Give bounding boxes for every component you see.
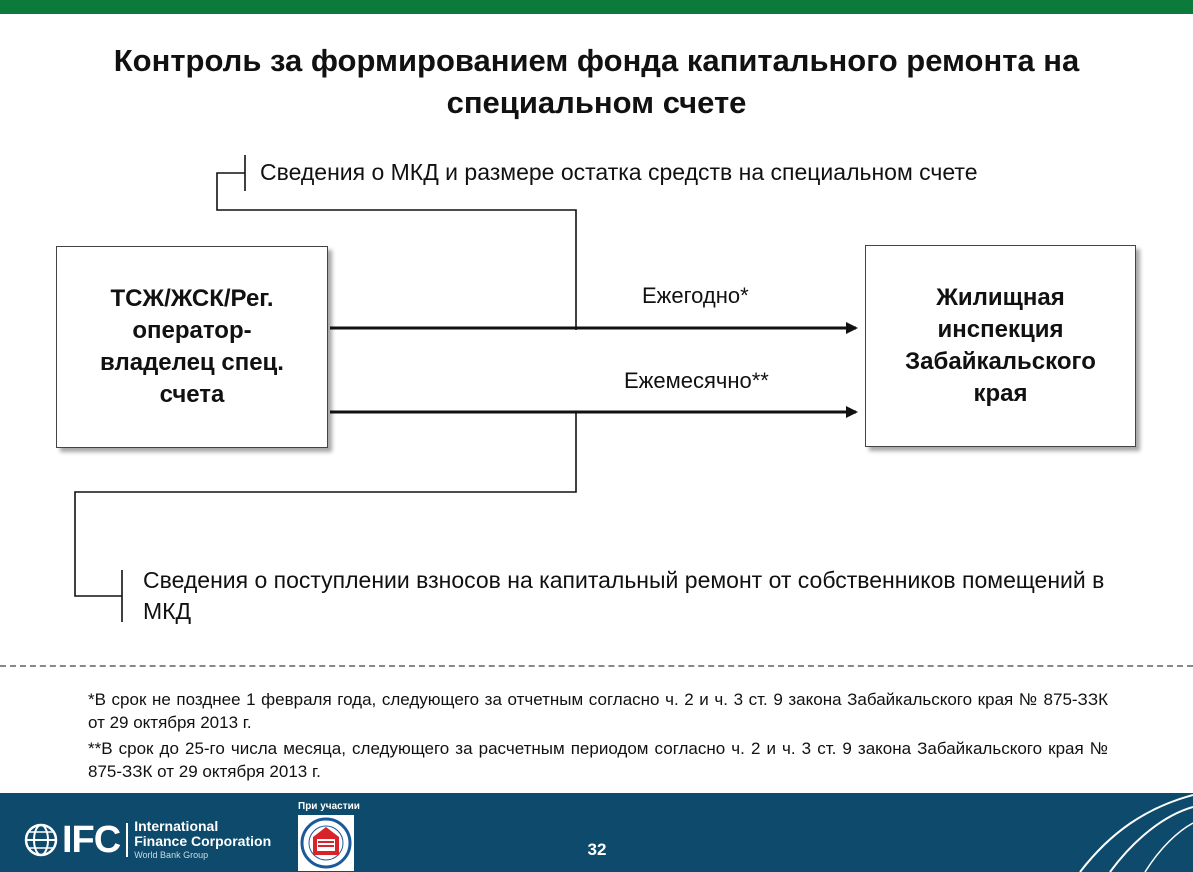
top-accent-bar bbox=[0, 0, 1193, 14]
ifc-separator bbox=[126, 823, 129, 857]
ifc-name-line1: International bbox=[134, 818, 219, 834]
decorative-swoosh bbox=[1079, 794, 1193, 872]
label-monthly: Ежемесячно** bbox=[624, 368, 769, 393]
connector-bottom bbox=[74, 412, 577, 622]
inspection-box-label: Жилищная инспекция Забайкальского края bbox=[905, 284, 1096, 407]
label-annual: Ежегодно* bbox=[642, 283, 749, 308]
footnotes: *В срок не позднее 1 февраля года, следу… bbox=[88, 688, 1108, 786]
participation-label: При участии bbox=[298, 801, 360, 812]
ifc-logo: IFC International Finance Corporation Wo… bbox=[24, 818, 271, 861]
page-number: 32 bbox=[587, 840, 607, 859]
ifc-abbreviation: IFC bbox=[62, 818, 121, 861]
ifc-name: International Finance Corporation World … bbox=[134, 819, 271, 861]
owner-box-label: ТСЖ/ЖСК/Рег. оператор- владелец спец. сч… bbox=[100, 285, 284, 408]
dashed-divider bbox=[0, 665, 1193, 667]
globe-icon bbox=[24, 823, 58, 857]
footnote-2: **В срок до 25-го числа месяца, следующе… bbox=[88, 739, 1108, 781]
connector-top bbox=[216, 155, 577, 330]
owner-box: ТСЖ/ЖСК/Рег. оператор- владелец спец. сч… bbox=[56, 246, 328, 448]
association-logo bbox=[298, 815, 354, 871]
ifc-name-line2: Finance Corporation bbox=[134, 833, 272, 849]
footnote-1: *В срок не позднее 1 февраля года, следу… bbox=[88, 690, 1108, 732]
footer-bar bbox=[0, 793, 1193, 872]
slide-title: Контроль за формированием фонда капиталь… bbox=[113, 43, 1080, 120]
ifc-name-line3: World Bank Group bbox=[134, 850, 209, 860]
inspection-box: Жилищная инспекция Забайкальского края bbox=[865, 245, 1136, 447]
note-balance-info: Сведения о МКД и размере остатка средств… bbox=[260, 159, 978, 185]
note-contributions-info: Сведения о поступлении взносов на капита… bbox=[143, 567, 1105, 624]
